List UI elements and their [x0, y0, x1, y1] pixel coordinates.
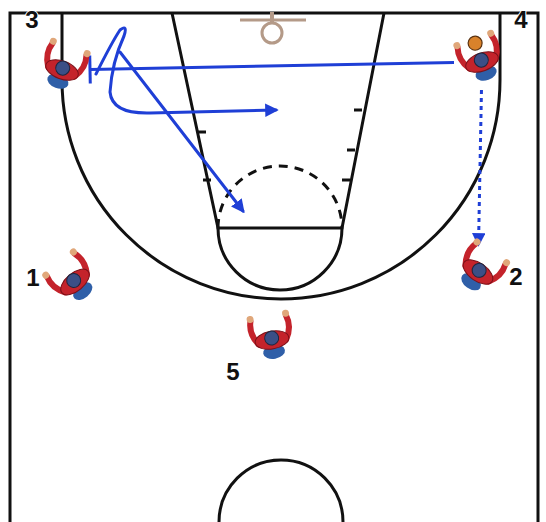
player-number: 2: [504, 264, 528, 290]
center-circle: [219, 460, 343, 522]
free-throw-circle-dashed: [218, 166, 342, 228]
torso: [56, 264, 94, 300]
cut-arrow: [120, 52, 243, 211]
player-number: 4: [509, 7, 533, 33]
connector-path: [90, 63, 454, 70]
hand: [282, 309, 290, 317]
player-figure: [452, 29, 508, 87]
free-throw-circle: [218, 228, 342, 290]
torso: [43, 56, 81, 85]
lane: [172, 13, 384, 228]
hand: [472, 237, 482, 247]
basketball: [466, 34, 484, 52]
head: [64, 271, 84, 291]
hand: [49, 37, 58, 46]
court-lines: [10, 13, 538, 522]
head: [264, 330, 280, 346]
screen-line: [90, 55, 454, 83]
player-number: 3: [20, 7, 44, 33]
torso: [459, 255, 497, 289]
player-icon: [47, 254, 103, 310]
player-figure: [41, 247, 104, 310]
player-number: 1: [21, 265, 45, 291]
rim: [262, 23, 282, 43]
hand: [41, 270, 51, 280]
connector-path: [479, 90, 482, 244]
cut-paths: [96, 28, 276, 211]
player-icon: [244, 312, 300, 368]
player: 2: [450, 244, 506, 300]
lane-marks: [198, 110, 362, 180]
hand: [452, 41, 461, 50]
head: [469, 261, 488, 280]
hand: [68, 247, 78, 257]
hand: [486, 29, 495, 38]
player-figure: [35, 37, 91, 95]
player-icon: [34, 42, 90, 98]
torso: [254, 328, 291, 352]
player: 5: [244, 312, 300, 368]
court-boundary: [10, 13, 538, 522]
hand: [83, 49, 92, 58]
player: 4: [454, 34, 510, 90]
hand: [246, 315, 254, 323]
head: [54, 59, 72, 77]
pass-arrow: [479, 90, 482, 244]
player: 3: [34, 42, 90, 98]
head: [472, 51, 490, 69]
player-icon: [450, 244, 506, 300]
player: 1: [47, 254, 103, 310]
player-number: 5: [221, 359, 245, 385]
torso: [463, 48, 501, 77]
cut-arrow: [96, 28, 276, 113]
player-icon: [454, 34, 510, 90]
player-figure: [449, 237, 511, 300]
basket: [240, 12, 306, 43]
player-figure: [246, 309, 296, 362]
three-point-arc: [62, 13, 500, 299]
